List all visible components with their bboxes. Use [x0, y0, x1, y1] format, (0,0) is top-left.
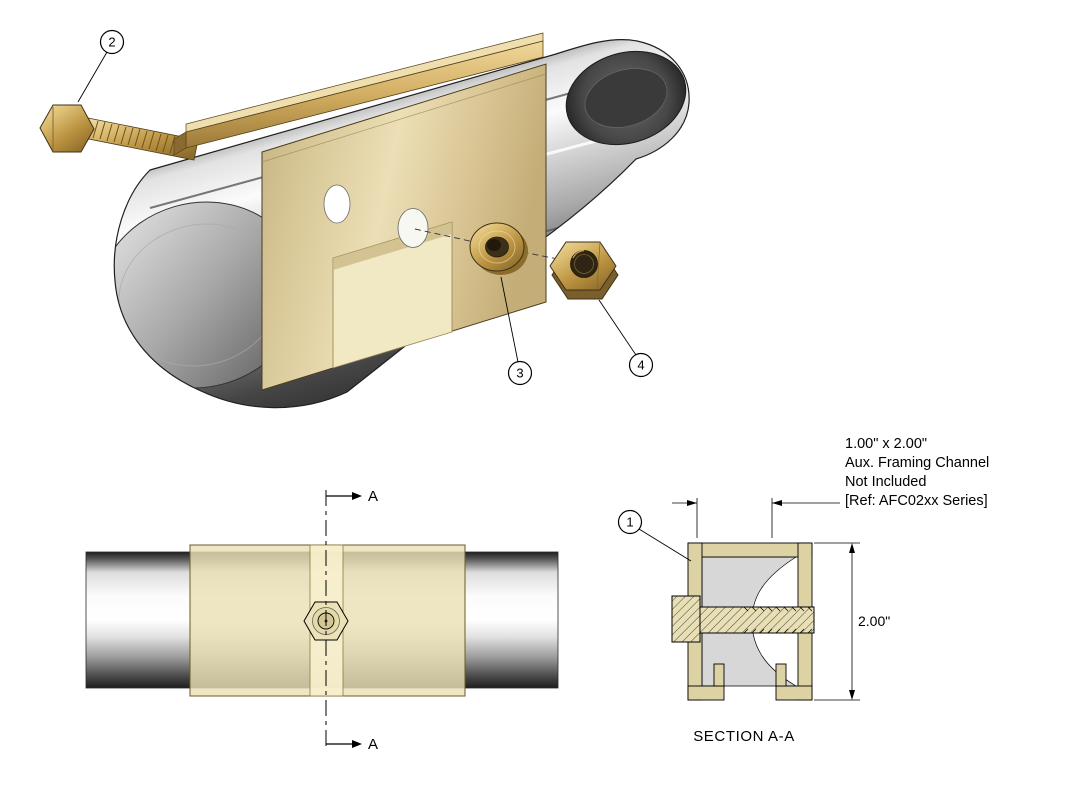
plan-view: A A — [85, 488, 559, 753]
balloon-callout-4: 4 — [598, 299, 654, 378]
balloon-1-circle — [617, 509, 643, 535]
channel-lip-left — [713, 663, 725, 687]
balloon-4-leader — [598, 299, 637, 356]
dim-arrow-up — [849, 543, 855, 553]
balloon-4-number: 4 — [637, 358, 644, 373]
balloon-2-leader — [77, 51, 108, 103]
height-dimension-text: 2.00" — [858, 613, 890, 629]
width-dimension — [672, 498, 840, 538]
cut-label-bottom: A — [368, 736, 378, 753]
balloon-3-leader — [500, 276, 519, 363]
note-line-4: [Ref: AFC02xx Series] — [845, 493, 988, 509]
note-line-1: 1.00" x 2.00" — [845, 436, 927, 452]
dim-arrow-right — [687, 500, 697, 506]
channel-fitting-plate — [261, 63, 547, 391]
section-bolt-threads — [743, 606, 813, 634]
dim-arrow-left — [772, 500, 782, 506]
balloon-callout-2: 2 — [77, 29, 125, 103]
balloon-callout-3: 3 — [500, 276, 533, 386]
section-view: 2.00" 1.00" x 2.00" Aux. Framing Channel… — [617, 436, 989, 745]
balloon-callout-1: 1 — [617, 509, 692, 562]
balloon-3-number: 3 — [516, 366, 523, 381]
hex-bolt-item2 — [39, 104, 199, 161]
channel-right-end-cavity — [584, 68, 668, 128]
cut-arrow-top — [352, 492, 362, 500]
note-line-2: Aux. Framing Channel — [845, 455, 989, 471]
note-line-3: Not Included — [845, 474, 926, 490]
cut-label-top: A — [368, 488, 378, 505]
balloon-3-circle — [507, 360, 533, 386]
fitting-top-strip — [173, 32, 544, 156]
aux-channel-note: 1.00" x 2.00" Aux. Framing Channel Not I… — [845, 436, 989, 509]
balloon-2-number: 2 — [108, 35, 115, 50]
balloon-1-leader — [638, 528, 692, 562]
section-bolt-head — [671, 595, 701, 643]
channel-lip-right — [775, 663, 787, 687]
fitting-slot-hole — [323, 184, 351, 224]
fitting-bolt-hole — [397, 208, 429, 248]
dim-arrow-down — [849, 690, 855, 700]
balloon-1-number: 1 — [626, 515, 633, 530]
isometric-exploded-view: 2 3 4 — [39, 29, 690, 409]
balloon-2-circle — [99, 29, 125, 55]
washer-item3 — [469, 222, 528, 275]
cut-arrow-bottom — [352, 740, 362, 748]
section-bolt — [671, 595, 815, 643]
section-bolt-shaft — [699, 606, 815, 634]
bolt-threads — [92, 120, 176, 154]
section-title: SECTION A-A — [693, 728, 795, 745]
hex-nut-item4 — [549, 241, 619, 300]
section-cut-line-a: A A — [325, 488, 378, 753]
height-dimension — [814, 542, 860, 701]
balloon-4-circle — [628, 352, 654, 378]
